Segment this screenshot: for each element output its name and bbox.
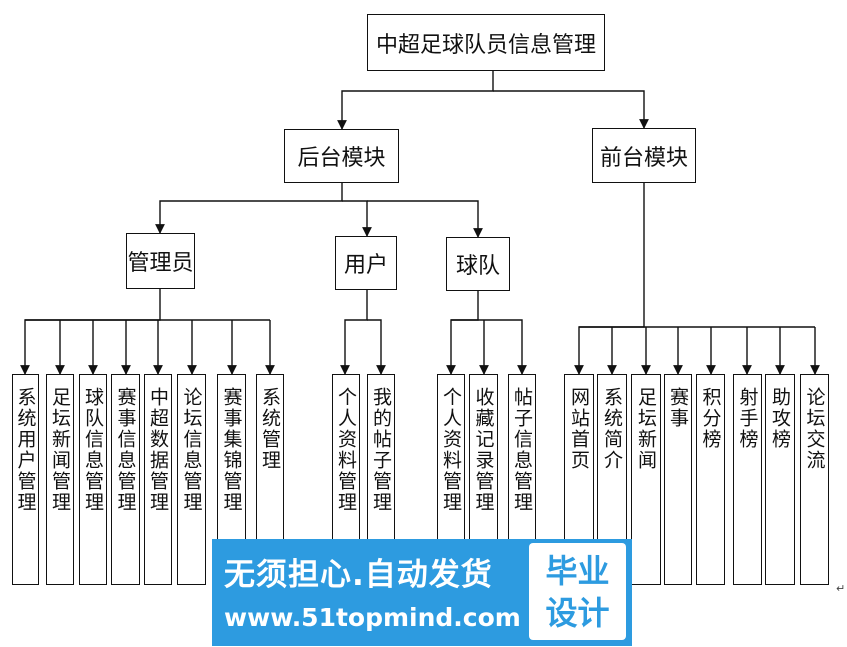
leaf-front-assists: 助攻榜 [765,374,795,585]
leaf-front-forum: 论坛交流 [800,374,829,585]
leaf-label: 赛事集锦管理 [220,387,243,513]
admin-node: 管理员 [126,233,195,289]
team-node: 球队 [446,237,510,291]
leaf-label: 收藏记录管理 [472,387,495,513]
leaf-front-matches: 赛事 [664,374,692,585]
leaf-admin-news-mgmt: 足坛新闻管理 [46,374,74,585]
watermark-logo-line2: 设计 [545,593,610,632]
leaf-label: 个人资料管理 [440,387,462,513]
root-node: 中超足球队员信息管理 [367,14,605,71]
watermark-url: www.51topmind.com [224,603,521,632]
watermark-logo-line1: 毕业 [545,551,610,590]
leaf-label: 网站首页 [568,387,590,471]
leaf-admin-system-user-mgmt: 系统用户管理 [12,374,39,585]
leaf-label: 积分榜 [699,387,722,450]
watermark-logo: 毕业 设计 [529,543,626,640]
leaf-label: 足坛新闻管理 [49,387,71,513]
leaf-label: 赛事信息管理 [114,387,137,513]
leaf-label: 系统简介 [601,387,623,471]
leaf-admin-csl-data-mgmt: 中超数据管理 [144,374,172,585]
frontend-module-node: 前台模块 [592,128,696,183]
leaf-front-scorers: 射手榜 [733,374,762,585]
leaf-label: 助攻榜 [769,387,791,450]
leaf-admin-forum-info-mgmt: 论坛信息管理 [177,374,206,585]
leaf-label: 足坛新闻 [635,387,657,471]
paragraph-mark: ↵ [836,582,846,595]
leaf-label: 论坛信息管理 [180,387,203,513]
leaf-label: 系统管理 [259,387,281,471]
user-node: 用户 [335,236,397,290]
leaf-admin-match-info-mgmt: 赛事信息管理 [111,374,140,585]
leaf-label: 个人资料管理 [335,387,357,513]
leaf-admin-team-info-mgmt: 球队信息管理 [79,374,107,585]
leaf-label: 球队信息管理 [82,387,104,513]
watermark-banner: 无须担心.自动发货 www.51topmind.com 毕业 设计 [212,539,632,646]
leaf-front-news: 足坛新闻 [631,374,661,585]
leaf-label: 赛事 [667,387,689,429]
leaf-label: 论坛交流 [803,387,826,471]
leaf-label: 中超数据管理 [147,387,169,513]
watermark-slogan: 无须担心.自动发货 [224,557,493,593]
leaf-label: 帖子信息管理 [511,387,533,513]
leaf-label: 射手榜 [736,387,759,450]
leaf-front-standings: 积分榜 [696,374,725,585]
leaf-label: 我的帖子管理 [370,387,392,513]
backend-module-node: 后台模块 [284,129,399,183]
leaf-label: 系统用户管理 [14,387,37,513]
